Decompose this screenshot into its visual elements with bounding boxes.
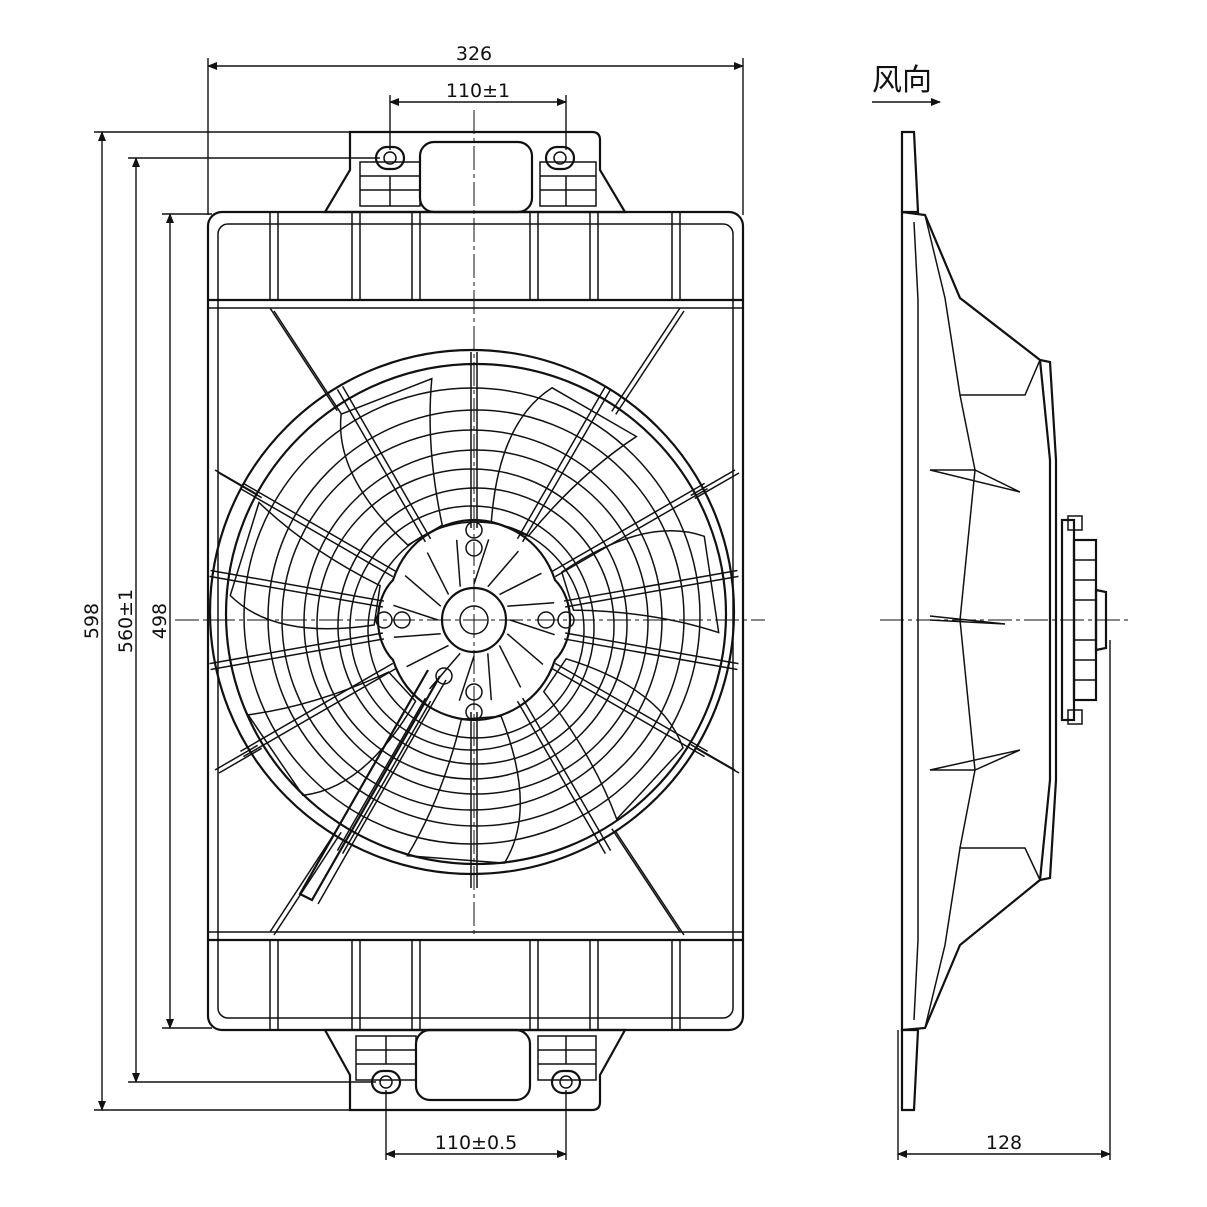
- bottom-left-slot-hole: [370, 1069, 402, 1095]
- frame-height-label: 498: [149, 603, 171, 639]
- shroud-frame: [206, 210, 745, 1032]
- side-view: 风向: [872, 63, 1130, 1160]
- side-profile: [900, 130, 1108, 1112]
- top-mounting-bracket: [323, 130, 627, 214]
- bottom-right-slot-hole: [550, 1069, 582, 1095]
- dimension-110-bottom: 110±0.5: [385, 1090, 567, 1160]
- bottom-mounting-bracket: [323, 1028, 627, 1112]
- hole-height-label: 560±1: [115, 589, 137, 653]
- power-cable: [298, 669, 441, 902]
- dimension-110-top: 110±1: [389, 80, 567, 150]
- dimension-560: 560±1: [115, 157, 380, 1083]
- airflow-direction-label: 风向: [872, 63, 932, 98]
- dimension-326: 326: [207, 43, 744, 215]
- front-view: 326 110±1 110±0.5 598 560±1: [81, 43, 765, 1160]
- top-right-slot-hole: [544, 145, 576, 171]
- dimension-128: 128: [897, 640, 1111, 1160]
- top-spacing-label: 110±1: [446, 80, 510, 102]
- overall-height-label: 598: [81, 603, 103, 639]
- depth-label: 128: [986, 1132, 1022, 1154]
- motor-hub: [298, 518, 575, 905]
- fan-guard-spokes: [209, 307, 740, 936]
- width-label: 326: [456, 43, 492, 65]
- dimension-598: 598: [81, 131, 350, 1111]
- fan-guard-rings: [208, 348, 736, 876]
- dimension-498: 498: [149, 213, 212, 1029]
- top-left-slot-hole: [374, 145, 406, 171]
- bottom-spacing-label: 110±0.5: [435, 1132, 517, 1154]
